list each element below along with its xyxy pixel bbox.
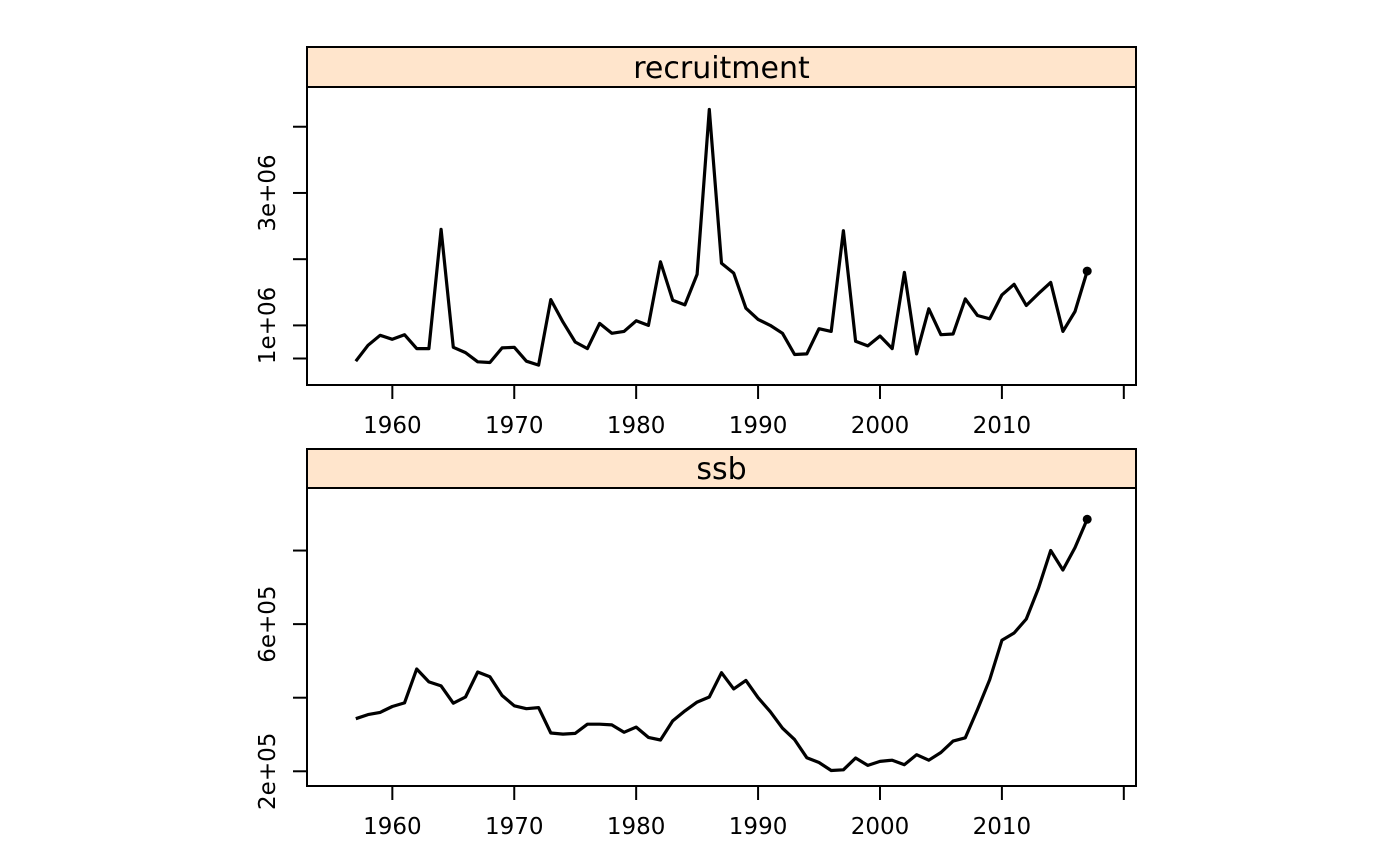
x-tick-label-ssb-4: 2000 <box>851 814 910 840</box>
plot-frame-recruitment <box>306 86 1137 386</box>
x-tick-label-recruitment-1: 1970 <box>485 413 544 439</box>
x-tick-label-recruitment-0: 1960 <box>363 413 422 439</box>
y-tick-label-recruitment-3: 3e+06 <box>255 154 281 231</box>
x-tick-label-ssb-2: 1980 <box>607 814 666 840</box>
x-axis-recruitment: 1960 1970 1980 1990 2000 2010 <box>363 385 1125 439</box>
x-tick-label-recruitment-4: 2000 <box>851 413 910 439</box>
x-tick-label-ssb-1: 1970 <box>485 814 544 840</box>
x-tick-label-ssb-5: 2010 <box>973 814 1032 840</box>
x-tick-label-recruitment-2: 1980 <box>607 413 666 439</box>
x-tick-label-recruitment-3: 1990 <box>729 413 788 439</box>
panel-recruitment: recruitment 1e+06 3e+06 1960 1970 1980 1990 2… <box>255 46 1137 439</box>
last-point-marker-ssb <box>1082 514 1092 524</box>
series-line-recruitment <box>354 107 1089 367</box>
y-tick-label-ssb-0: 2e+05 <box>255 733 281 810</box>
strip-recruitment <box>306 46 1137 88</box>
x-axis-ssb: 1960 1970 1980 1990 2000 2010 <box>363 786 1125 840</box>
series-line-ssb <box>355 518 1089 773</box>
strip-label-ssb: ssb <box>696 452 746 487</box>
y-axis-ssb: 2e+05 6e+05 <box>255 549 307 810</box>
y-tick-label-ssb-2: 6e+05 <box>255 585 281 662</box>
x-tick-label-recruitment-5: 2010 <box>973 413 1032 439</box>
y-axis-recruitment: 1e+06 3e+06 <box>255 125 307 364</box>
strip-label-recruitment: recruitment <box>633 51 810 86</box>
plot-frame-ssb <box>306 487 1137 787</box>
y-tick-label-recruitment-1: 1e+06 <box>255 287 281 364</box>
x-tick-label-ssb-3: 1990 <box>729 814 788 840</box>
x-tick-label-ssb-0: 1960 <box>363 814 422 840</box>
panel-ssb: ssb 2e+05 6e+05 1960 1970 1980 1990 2000 2010 <box>255 448 1137 840</box>
last-point-marker-recruitment <box>1082 266 1092 276</box>
